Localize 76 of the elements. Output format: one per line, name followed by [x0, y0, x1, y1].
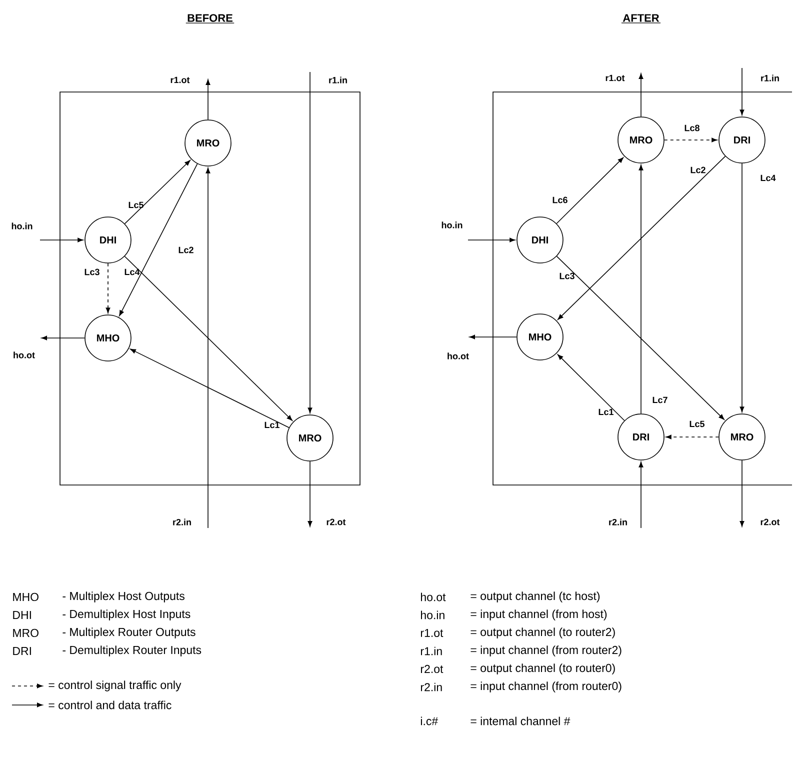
arrow [740, 162, 744, 412]
legend-text: = control signal traffic only [48, 680, 182, 692]
arrow [468, 238, 516, 242]
edge-label: Lc3 [84, 268, 100, 276]
arrow [308, 72, 312, 414]
abbreviation: MRO [13, 628, 38, 638]
edge-label: Lc2 [690, 166, 706, 174]
definition: - Multiplex Router Outputs [62, 628, 196, 638]
arrow [469, 334, 517, 340]
arrow [556, 256, 724, 420]
arrow [124, 160, 190, 224]
abbreviation: ho.ot [421, 592, 446, 602]
definition: = output channel (to router0) [470, 664, 615, 674]
edge-label: ho.in [12, 222, 32, 230]
definition: = intemal channel # [470, 716, 570, 726]
arrow [557, 354, 625, 421]
definition: = output channel (to router2) [470, 628, 615, 638]
arrow [124, 256, 292, 421]
dashed-arrow [664, 138, 718, 142]
edge-label: ho.ot [448, 352, 469, 360]
abbreviation: r2.ot [420, 664, 444, 674]
definition: - Demultiplex Router Inputs [62, 646, 202, 656]
edge-label: r2.ot [326, 518, 346, 526]
abbreviation: DRI [13, 647, 31, 655]
edge-label: Lc7 [652, 396, 668, 404]
edge-label: Lc1 [598, 408, 614, 416]
dashed-arrow [666, 434, 719, 440]
arrow [308, 460, 312, 527]
edge-label: ho.in [442, 222, 462, 228]
edge-label: Lc3 [560, 272, 574, 280]
edge-label: r1.in [329, 76, 347, 84]
abbreviation: r2.in [420, 682, 442, 692]
edge-label: Lc1 [264, 422, 280, 428]
edge-label: r1.ot [170, 76, 190, 84]
arrow [130, 348, 290, 428]
definition: = input channel (from host) [470, 610, 607, 620]
edge-label: Lc6 [552, 196, 568, 204]
arrow [638, 462, 644, 528]
edge-label: Lc4 [760, 174, 776, 182]
abbreviation: r1.in [420, 646, 442, 656]
arrow [638, 73, 644, 117]
definition: - Demultiplex Host Inputs [62, 610, 190, 620]
definition: = output channel (tc host) [470, 592, 600, 602]
edge-label: r2.in [173, 518, 191, 526]
arrow [740, 460, 744, 527]
edge-label: ho.ot [14, 352, 35, 358]
edge-label: Lc4 [124, 268, 140, 276]
abbreviation: i.c# [420, 716, 438, 726]
edge-label: Lc8 [684, 124, 700, 132]
edge-label: r2.ot [760, 518, 780, 526]
edge-label: Lc5 [128, 202, 144, 208]
abbreviation: ho.in [421, 610, 444, 620]
dashed-arrow [106, 263, 110, 314]
arrow [119, 163, 198, 316]
definition: - Multiplex Host Outputs [62, 592, 184, 602]
arrow [41, 336, 85, 340]
panel-title: BEFORE [186, 14, 234, 24]
arrow [740, 68, 744, 116]
abbreviation: MHO [13, 592, 38, 602]
arrow [556, 157, 624, 224]
edge-label: Lc2 [178, 246, 194, 254]
edge-label: r2.in [609, 518, 627, 526]
edge-label: r1.ot [606, 74, 625, 82]
edge-label: Lc5 [690, 420, 704, 428]
arrow [206, 79, 210, 120]
panel-title: AFTER [621, 14, 661, 24]
arrow [558, 156, 726, 320]
arrow [638, 164, 644, 414]
arrow [40, 238, 84, 242]
arrow [206, 168, 210, 528]
definition: = input channel (from router0) [470, 682, 622, 692]
abbreviation: DHI [13, 611, 31, 619]
definition: = input channel (from router2) [470, 646, 622, 656]
legend-text: = control and data traffic [48, 700, 172, 710]
abbreviation: r1.ot [420, 628, 444, 637]
edge-label: r1.in [761, 74, 779, 82]
